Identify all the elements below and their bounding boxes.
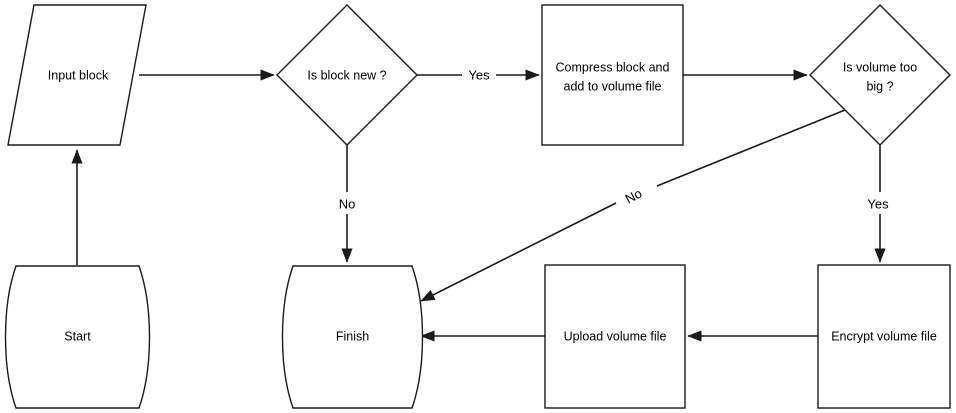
edge-is-block-new-yes-to-compress-block: Yes <box>417 67 540 82</box>
edge-line-segment-1 <box>656 109 846 187</box>
encrypt-volume-shape <box>817 264 951 409</box>
node-compress-block[interactable]: Compress block and add to volume file <box>541 4 684 146</box>
input-block-shape <box>7 4 147 146</box>
upload-volume-label: Upload volume file <box>564 329 667 343</box>
is-block-new-label: Is block new ? <box>307 68 386 82</box>
node-finish[interactable]: Finish <box>281 265 424 409</box>
node-is-volume-too-big[interactable]: Is volume too big ? <box>809 4 951 146</box>
start-shape <box>4 265 151 409</box>
encrypt-volume-label: Encrypt volume file <box>831 329 937 343</box>
upload-volume-shape <box>544 264 686 409</box>
node-start[interactable]: Start <box>4 265 151 409</box>
node-upload-volume[interactable]: Upload volume file <box>544 264 686 409</box>
node-is-block-new[interactable]: Is block new ? <box>276 4 418 146</box>
edge-label-no-block-new: No <box>339 196 356 211</box>
node-input-block[interactable]: Input block <box>7 4 147 146</box>
start-label: Start <box>64 329 91 343</box>
edge-is-block-new-no-to-finish: No <box>339 145 356 263</box>
edge-label-yes-block-new: Yes <box>468 67 490 82</box>
compress-block-shape <box>541 4 684 146</box>
is-block-new-shape <box>276 4 418 146</box>
edge-line-segment-2 <box>420 202 617 302</box>
compress-block-label-line-2: add to volume file <box>564 79 662 93</box>
node-encrypt-volume[interactable]: Encrypt volume file <box>817 264 951 409</box>
edge-label-yes-volume-too-big: Yes <box>867 196 889 211</box>
is-volume-too-big-label-line-1: Is volume too <box>843 60 917 74</box>
finish-shape <box>281 265 424 409</box>
edge-label-no-volume-too-big: No <box>623 186 645 207</box>
edge-is-volume-too-big-no-to-finish: No <box>420 109 846 302</box>
is-volume-too-big-label-line-2: big ? <box>866 79 893 93</box>
finish-label: Finish <box>336 329 369 343</box>
is-volume-too-big-shape <box>809 4 951 146</box>
compress-block-label-line-1: Compress block and <box>556 60 670 74</box>
edge-is-volume-too-big-yes-to-encrypt-volume: Yes <box>867 145 889 263</box>
input-block-label: Input block <box>48 68 109 82</box>
